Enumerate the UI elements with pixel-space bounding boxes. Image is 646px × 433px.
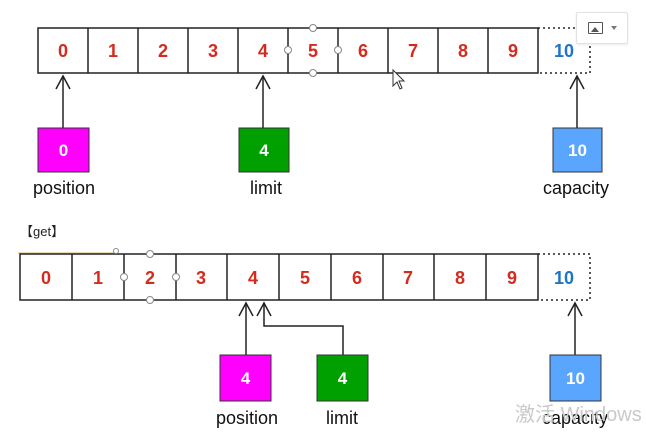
bottom-cell-3: 3 bbox=[196, 268, 206, 288]
bottom-cell-1: 1 bbox=[93, 268, 103, 288]
bottom-cell-0: 0 bbox=[41, 268, 51, 288]
bottom-extra-cell bbox=[538, 253, 591, 301]
top-position-label: position bbox=[33, 178, 95, 198]
mouse-cursor-icon bbox=[392, 68, 406, 90]
top-cell-8: 8 bbox=[458, 41, 468, 61]
bottom-cell-7: 7 bbox=[403, 268, 413, 288]
top-limit-marker: 4 limit bbox=[238, 127, 290, 198]
top-cell-0: 0 bbox=[58, 41, 68, 61]
bottom-buffer-row: 0 1 2 3 4 5 6 7 8 9 10 bbox=[19, 248, 591, 304]
bottom-limit-marker: 4 limit bbox=[316, 354, 369, 428]
top-position-marker: 0 position bbox=[33, 127, 95, 198]
bottom-cell-8: 8 bbox=[455, 268, 465, 288]
chevron-down-icon bbox=[611, 26, 617, 30]
bottom-position-marker: 4 position bbox=[216, 354, 278, 428]
bottom-capacity-label: capacity bbox=[542, 408, 608, 428]
image-icon bbox=[588, 22, 603, 34]
top-capacity-value: 10 bbox=[568, 141, 587, 160]
top-capacity-label: capacity bbox=[543, 178, 609, 198]
bottom-capacity-marker: 10 capacity bbox=[542, 354, 608, 428]
top-cell-5: 5 bbox=[308, 41, 318, 61]
top-selection-handles bbox=[284, 24, 342, 77]
top-cell-7: 7 bbox=[408, 41, 418, 61]
bottom-position-label: position bbox=[216, 408, 278, 428]
bottom-arrows bbox=[238, 301, 583, 355]
get-section-label: 【get】 bbox=[20, 224, 65, 239]
bottom-capacity-value: 10 bbox=[566, 369, 585, 388]
bottom-position-value: 4 bbox=[241, 369, 251, 388]
image-options-button[interactable] bbox=[576, 12, 628, 44]
top-limit-label: limit bbox=[250, 178, 282, 198]
bottom-limit-label: limit bbox=[326, 408, 358, 428]
top-position-value: 0 bbox=[59, 141, 68, 160]
top-buffer-row: 0 1 2 3 4 5 6 7 8 9 10 bbox=[37, 24, 591, 77]
bottom-selection-handles bbox=[113, 248, 180, 304]
bottom-limit-value: 4 bbox=[338, 369, 348, 388]
top-extra-cell bbox=[538, 27, 591, 74]
top-limit-value: 4 bbox=[259, 141, 269, 160]
top-cell-9: 9 bbox=[508, 41, 518, 61]
top-cell-10: 10 bbox=[554, 41, 574, 61]
bottom-cell-10: 10 bbox=[554, 268, 574, 288]
bottom-cell-6: 6 bbox=[352, 268, 362, 288]
top-cell-3: 3 bbox=[208, 41, 218, 61]
top-cell-1: 1 bbox=[108, 41, 118, 61]
bottom-cell-5: 5 bbox=[300, 268, 310, 288]
top-capacity-marker: 10 capacity bbox=[543, 127, 609, 198]
bottom-cell-4: 4 bbox=[248, 268, 258, 288]
top-arrows bbox=[55, 74, 585, 128]
top-cell-2: 2 bbox=[158, 41, 168, 61]
top-cell-4: 4 bbox=[258, 41, 268, 61]
activate-windows-watermark: 激活 Windows bbox=[515, 404, 642, 426]
bottom-cell-2: 2 bbox=[145, 268, 155, 288]
bottom-cell-9: 9 bbox=[507, 268, 517, 288]
top-cell-6: 6 bbox=[358, 41, 368, 61]
